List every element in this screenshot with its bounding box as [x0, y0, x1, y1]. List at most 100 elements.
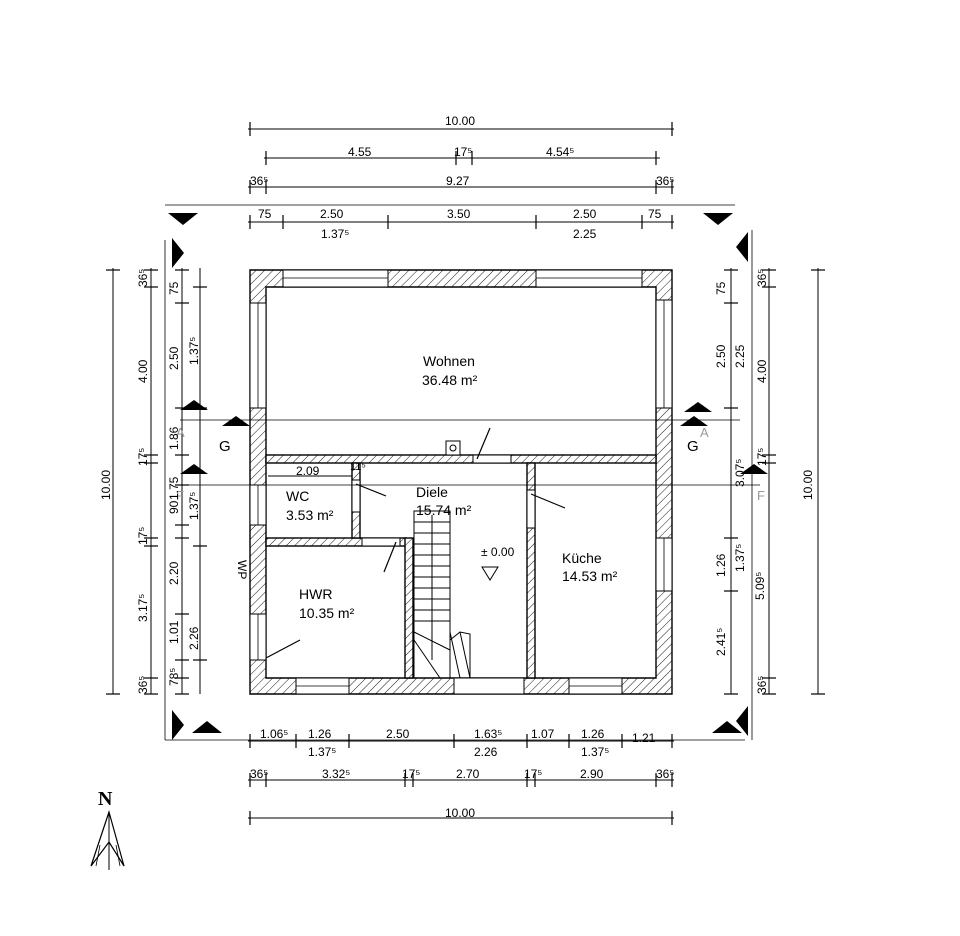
room-diele-name: Diele	[416, 484, 448, 500]
dim-right-c3-1: 4.00	[755, 359, 769, 383]
section-g-right: G	[687, 438, 699, 455]
dim-right-c2-3: 5.09⁵	[753, 572, 767, 600]
inner-dim-2: 11⁵	[350, 461, 366, 473]
dim-left-c2-5: 36⁵	[136, 676, 150, 694]
dim-bot-r3-5: 2.90	[580, 767, 604, 781]
dim-bot-overall: 10.00	[445, 806, 475, 820]
room-hwr-area: 10.35 m²	[299, 605, 355, 621]
dim-right-c2-2: 1.37⁵	[733, 544, 747, 572]
dim-bot-r1-2: 2.50	[386, 727, 410, 741]
dim-bot-r2-1: 2.26	[474, 745, 498, 759]
dim-left-c3-3: 1.75	[167, 476, 181, 500]
dim-top-r3-2: 36⁵	[656, 174, 674, 188]
dim-bot-r3-2: 17⁵	[402, 767, 420, 781]
dim-left-c3-2: 1.86	[167, 426, 181, 450]
dim-bot-r1-4: 1.07	[531, 727, 555, 741]
section-a-right: A	[700, 425, 709, 440]
dim-bot-r1-6: 1.21	[632, 731, 656, 745]
dim-left-c3-0: 75	[167, 281, 181, 295]
section-g-left: G	[219, 438, 231, 455]
section-letters: G G A A F F	[176, 425, 765, 503]
dimension-ticks	[106, 122, 825, 825]
dim-top-r4-0: 75	[258, 207, 272, 221]
room-diele-area: 15.74 m²	[416, 502, 472, 518]
dim-left-c3-7: 78⁵	[167, 668, 181, 686]
section-lines	[164, 204, 768, 741]
dim-left-c2-1: 4.00	[136, 359, 150, 383]
staircase	[413, 510, 471, 679]
dim-bot-r2-0: 1.37⁵	[308, 745, 336, 759]
dim-left-c2-2: 17⁵	[136, 448, 150, 466]
dim-left-c4-1: 1.37⁵	[187, 492, 201, 520]
dim-right-c2-1: 3.07⁵	[733, 459, 747, 487]
room-wc-name: WC	[286, 488, 309, 504]
wp-label: WP	[235, 560, 249, 579]
dim-left-c3-5: 2.20	[167, 561, 181, 585]
dim-top-r2-2: 4.54⁵	[546, 145, 574, 159]
dim-right-overall: 10.00	[801, 470, 815, 500]
dim-right-c1-0: 75	[714, 281, 728, 295]
dim-bot-r1-1: 1.26	[308, 727, 332, 741]
dim-left-c2-3: 17⁵	[136, 527, 150, 545]
dim-top-r4-2: 3.50	[447, 207, 471, 221]
north-label: N	[98, 788, 113, 810]
dim-bot-r3-1: 3.32⁵	[322, 767, 350, 781]
level-label: ± 0.00	[481, 545, 515, 559]
room-wc-area: 3.53 m²	[286, 507, 334, 523]
section-f-right: F	[757, 488, 765, 503]
dim-right-c1-2: 1.26	[714, 553, 728, 577]
windows	[249, 269, 673, 695]
dim-right-c3-0: 36⁵	[755, 269, 769, 287]
room-hwr-name: HWR	[299, 586, 332, 602]
dim-top-r4-1: 2.50	[320, 207, 344, 221]
north-arrow-icon: N	[90, 788, 125, 870]
dim-left-c2-0: 36⁵	[136, 269, 150, 287]
dim-left-c2-4: 3.17⁵	[136, 594, 150, 622]
dim-left-c3-1: 2.50	[167, 346, 181, 370]
level-marker-icon	[481, 566, 499, 581]
dim-right-c3-3: 36⁵	[755, 676, 769, 694]
dimension-lines	[112, 128, 819, 819]
dim-bot-r3-3: 2.70	[456, 767, 480, 781]
room-kueche-name: Küche	[562, 550, 602, 566]
inner-dim-1: 2.09	[296, 464, 320, 478]
room-wohnen-area: 36.48 m²	[422, 372, 478, 388]
dim-top-r2-1: 17⁵	[454, 145, 472, 159]
room-labels: Wohnen 36.48 m² Diele 15.74 m² WC 3.53 m…	[235, 353, 618, 621]
dim-left-c3-6: 1.01	[167, 620, 181, 644]
dim-top-r3-1: 9.27	[446, 174, 470, 188]
room-kueche-area: 14.53 m²	[562, 568, 618, 584]
dim-bot-r3-4: 17⁵	[524, 767, 542, 781]
wall-wohnen-diele	[265, 454, 657, 464]
dim-bot-r3-0: 36⁵	[250, 767, 268, 781]
dim-top-r2-0: 4.55	[348, 145, 372, 159]
dim-left-c4-2: 2.26	[187, 626, 201, 650]
dim-bot-r1-3: 1.63⁵	[474, 727, 502, 741]
walls	[249, 269, 673, 695]
dim-right-c1-1: 2.50	[714, 344, 728, 368]
dim-top-r5-0: 1.37⁵	[321, 227, 349, 241]
wall-stair-left	[404, 537, 414, 679]
dimension-texts: 10.00 4.55 17⁵ 4.54⁵ 36⁵ 9.27 36⁵ 75 2.5…	[99, 114, 815, 820]
dim-top-overall: 10.00	[445, 114, 475, 128]
dim-right-c1-3: 2.41⁵	[714, 628, 728, 656]
section-f-left: F	[176, 488, 184, 503]
section-a-left: A	[176, 425, 185, 440]
room-wohnen-name: Wohnen	[423, 353, 475, 369]
dim-top-r4-4: 75	[648, 207, 662, 221]
dim-bot-r2-2: 1.37⁵	[581, 745, 609, 759]
dim-left-c3-4: 90	[167, 500, 181, 514]
dim-right-c2-0: 2.25	[733, 344, 747, 368]
dim-top-r3-0: 36⁵	[250, 174, 268, 188]
doors	[265, 427, 566, 659]
dim-bot-r1-5: 1.26	[581, 727, 605, 741]
dim-left-overall: 10.00	[99, 470, 113, 500]
dim-left-c4-0: 1.37⁵	[187, 337, 201, 365]
exterior-wall	[249, 269, 673, 695]
dim-bot-r1-0: 1.06⁵	[260, 727, 288, 741]
dim-top-r4-3: 2.50	[573, 207, 597, 221]
dim-top-r5-1: 2.25	[573, 227, 597, 241]
dim-bot-r3-6: 36⁵	[656, 767, 674, 781]
wall-diele-kueche	[526, 462, 536, 679]
